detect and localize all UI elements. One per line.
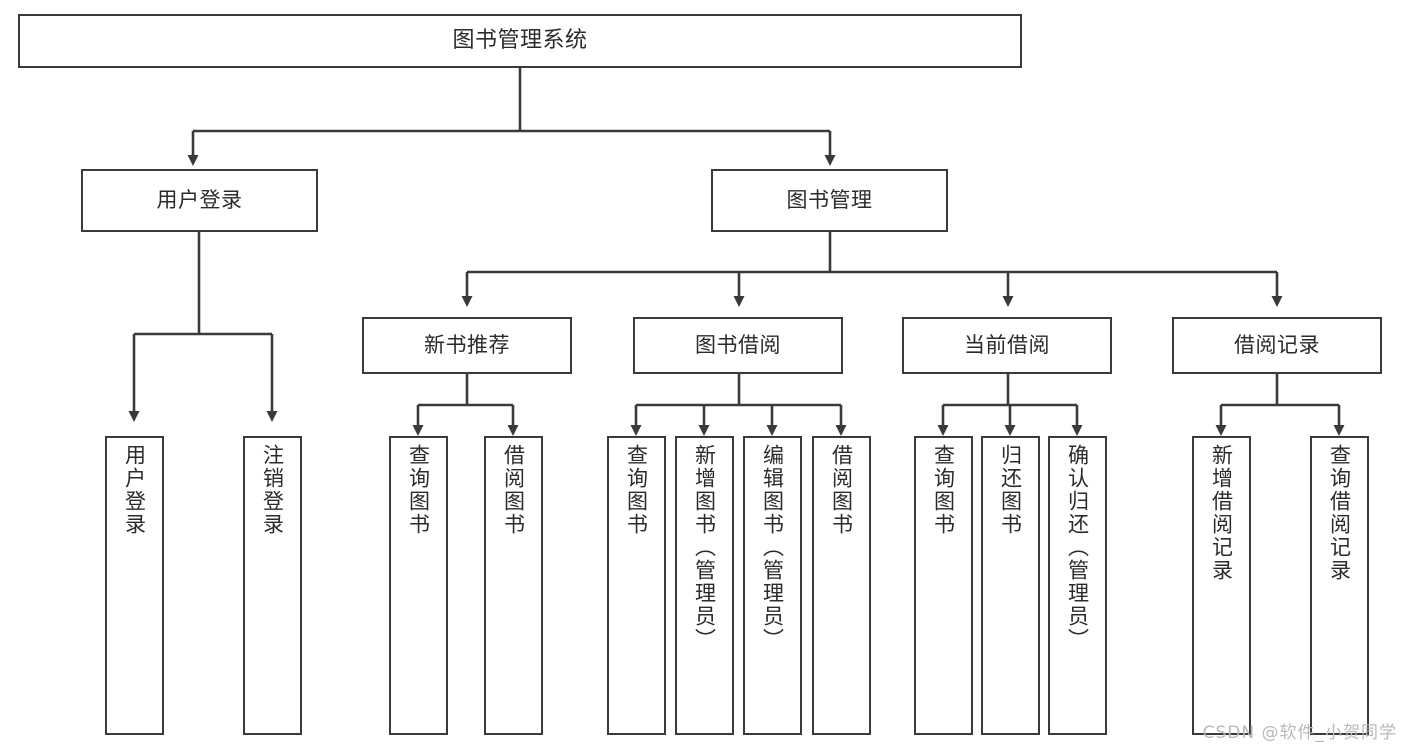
node-label: 确认归还（管理员） [1065, 444, 1090, 651]
leaf-book-borrow-query[interactable]: 查询图书 [607, 436, 666, 735]
node-label: 查询借阅记录 [1327, 444, 1352, 582]
node-label: 注销登录 [260, 444, 285, 536]
node-label: 归还图书 [998, 444, 1023, 536]
node-borrow-record[interactable]: 借阅记录 [1172, 317, 1382, 374]
leaf-user-login-logout[interactable]: 注销登录 [243, 436, 302, 735]
leaf-new-book-query[interactable]: 查询图书 [389, 436, 448, 735]
node-label: 图书借阅 [695, 333, 781, 358]
leaf-user-login-login[interactable]: 用户登录 [105, 436, 164, 735]
node-label: 借阅图书 [501, 444, 526, 536]
leaf-current-borrow-confirm-return[interactable]: 确认归还（管理员） [1048, 436, 1107, 735]
leaf-book-borrow-borrow[interactable]: 借阅图书 [812, 436, 871, 735]
node-label: 查询图书 [406, 444, 431, 536]
node-new-book-recommend[interactable]: 新书推荐 [362, 317, 572, 374]
leaf-borrow-record-add[interactable]: 新增借阅记录 [1192, 436, 1251, 735]
node-label: 新增图书（管理员） [692, 444, 717, 651]
node-label: 查询图书 [624, 444, 649, 536]
leaf-current-borrow-query[interactable]: 查询图书 [914, 436, 973, 735]
node-label: 用户登录 [122, 444, 147, 536]
node-label: 借阅图书 [829, 444, 854, 536]
node-label: 新书推荐 [424, 333, 510, 358]
node-user-login[interactable]: 用户登录 [81, 169, 318, 232]
node-book-management[interactable]: 图书管理 [711, 169, 948, 232]
node-label: 图书管理系统 [452, 28, 588, 54]
node-label: 图书管理 [786, 188, 873, 213]
leaf-book-borrow-edit[interactable]: 编辑图书（管理员） [743, 436, 802, 735]
node-label: 查询图书 [931, 444, 956, 536]
csdn-watermark: CSDN @软件_小贺同学 [1202, 723, 1397, 743]
leaf-current-borrow-return[interactable]: 归还图书 [981, 436, 1040, 735]
node-current-borrow[interactable]: 当前借阅 [902, 317, 1112, 374]
leaf-new-book-borrow[interactable]: 借阅图书 [484, 436, 543, 735]
node-label: 编辑图书（管理员） [760, 444, 785, 651]
node-label: 当前借阅 [964, 333, 1050, 358]
node-root-system[interactable]: 图书管理系统 [18, 14, 1022, 68]
leaf-book-borrow-add[interactable]: 新增图书（管理员） [675, 436, 734, 735]
node-label: 借阅记录 [1234, 333, 1320, 358]
leaf-borrow-record-query[interactable]: 查询借阅记录 [1310, 436, 1369, 735]
node-label: 用户登录 [156, 188, 243, 213]
node-book-borrow[interactable]: 图书借阅 [633, 317, 843, 374]
node-label: 新增借阅记录 [1209, 444, 1234, 582]
